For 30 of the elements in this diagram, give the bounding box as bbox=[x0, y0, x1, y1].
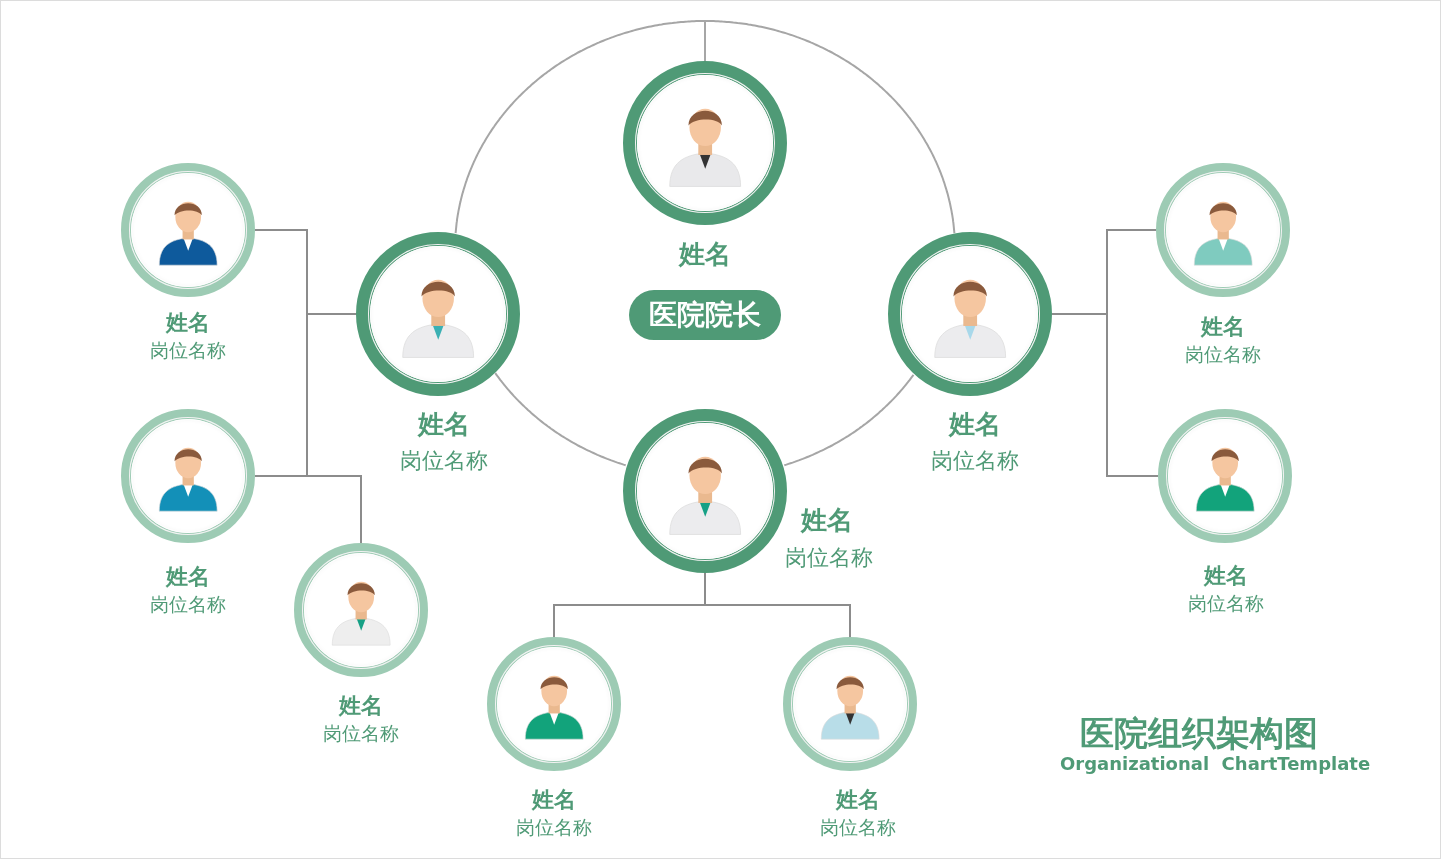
role-badge: 医院院长 bbox=[629, 290, 781, 340]
connector-line bbox=[306, 313, 362, 544]
chart-title: 医院组织架构图 bbox=[1080, 712, 1318, 755]
name-text: 姓名 bbox=[532, 787, 576, 813]
name-text: 姓名 bbox=[836, 787, 880, 813]
position-text: 岗位名称 bbox=[400, 448, 488, 474]
name-text: 姓名 bbox=[679, 240, 731, 270]
name-text: 姓名 bbox=[1201, 314, 1245, 340]
connector-line bbox=[704, 20, 956, 235]
position-text: 岗位名称 bbox=[820, 817, 896, 839]
position-text: 岗位名称 bbox=[516, 817, 592, 839]
connector-line bbox=[494, 372, 627, 467]
subtitle-text: Organizational ChartTemplate bbox=[1060, 753, 1371, 774]
position-text: 岗位名称 bbox=[931, 448, 1019, 474]
name-text: 姓名 bbox=[949, 410, 1001, 440]
connector-line bbox=[783, 373, 915, 467]
name-text: 姓名 bbox=[166, 310, 210, 336]
name-text: 姓名 bbox=[418, 410, 470, 440]
name-text: 姓名 bbox=[339, 693, 383, 719]
name-text: 姓名 bbox=[1204, 563, 1248, 589]
connector-line bbox=[1051, 313, 1159, 477]
position-text: 岗位名称 bbox=[1185, 344, 1261, 366]
position-text: 岗位名称 bbox=[323, 723, 399, 745]
position-text: 岗位名称 bbox=[150, 594, 226, 616]
position-text: 岗位名称 bbox=[150, 340, 226, 362]
position-text: 岗位名称 bbox=[785, 545, 873, 571]
position-text: 岗位名称 bbox=[1188, 593, 1264, 615]
name-text: 姓名 bbox=[801, 506, 853, 536]
connector-line bbox=[454, 20, 706, 235]
name-text: 姓名 bbox=[166, 564, 210, 590]
